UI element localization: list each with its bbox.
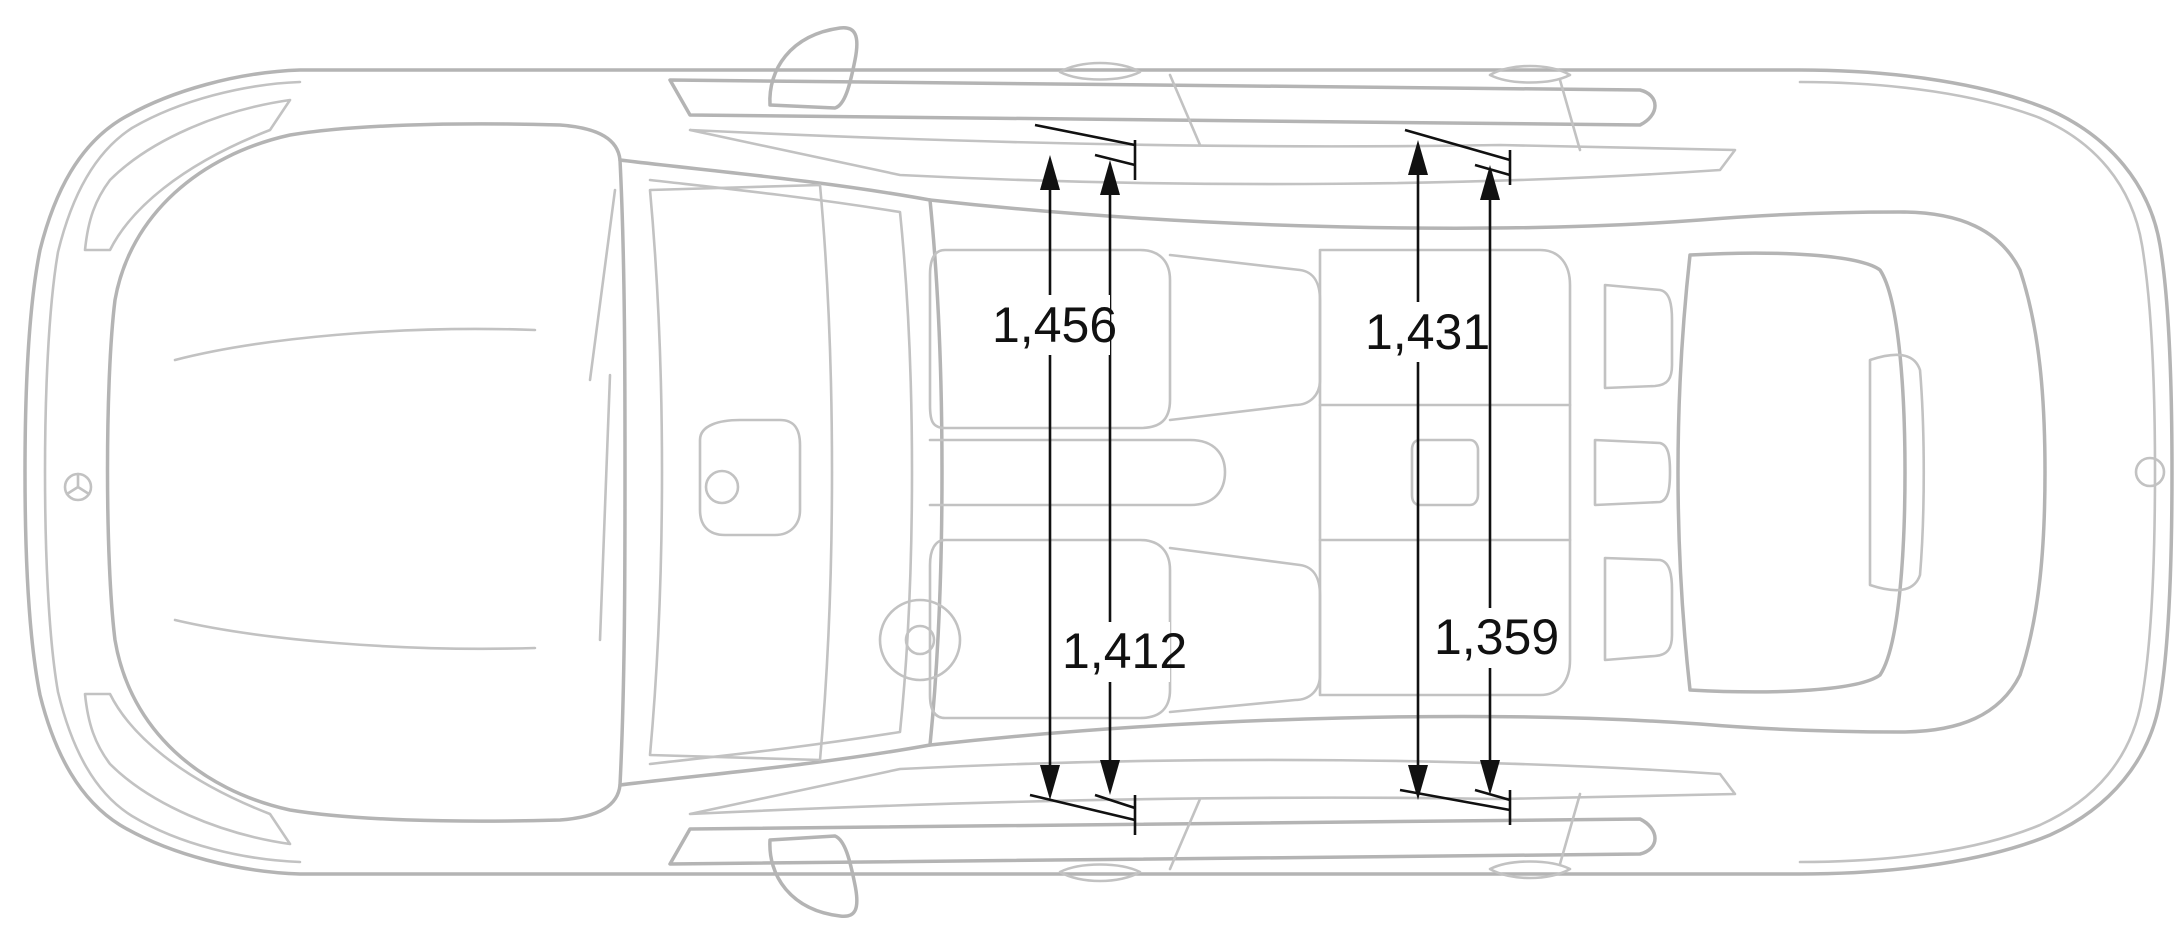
headlight-right: [83, 692, 292, 846]
door-line-top-front: [1168, 73, 1202, 147]
rear-armrest: [1410, 438, 1480, 507]
door-line-top-rear: [1558, 78, 1582, 152]
headlight-left: [83, 98, 292, 252]
side-window-top: [688, 128, 1737, 186]
side-window-bottom: [688, 758, 1737, 816]
label-plate-front-hip: [1060, 622, 1170, 682]
windshield: [618, 158, 944, 787]
rear-headrest-right: [1603, 556, 1674, 662]
door-line-bottom-rear: [1558, 792, 1582, 866]
dimension-label-rear-hip: 1,359: [1434, 609, 1559, 665]
door-handle-top-rear: [1488, 64, 1572, 84]
rear-headrest-left: [1603, 283, 1674, 390]
hood-crease-top: [173, 327, 537, 362]
side-rail-bottom: [668, 817, 1657, 866]
car-body-outline: [23, 68, 2174, 876]
front-seat-right-back: [1168, 546, 1322, 714]
hood-panel: [105, 122, 627, 823]
rear-window: [1676, 251, 1907, 694]
label-plate-front-shoulder: [990, 295, 1110, 355]
dimension-label-front-hip: 1,412: [1062, 623, 1187, 679]
rear-bench: [1318, 248, 1572, 697]
hood-crease-bottom: [173, 618, 537, 651]
side-rail-top: [668, 78, 1657, 127]
car-body-inner-outline: [43, 80, 302, 864]
steering-wheel: [878, 598, 962, 682]
dimension-label-front-shoulder: 1,456: [992, 297, 1117, 353]
door-handle-top-front: [1058, 61, 1142, 81]
dimension-front-shoulder: [1029, 123, 1136, 822]
rear-spoiler: [1868, 353, 1926, 592]
door-handle-bottom-front: [1058, 863, 1142, 883]
label-plate-rear-hip: [1432, 608, 1542, 668]
front-seat-left-back: [1168, 253, 1322, 422]
rotary-controller: [704, 469, 740, 505]
dashboard: [648, 183, 834, 762]
rear-headrest-center: [1593, 438, 1672, 507]
windshield-inner: [648, 178, 914, 766]
mirror-left: [768, 26, 859, 110]
door-line-bottom-front: [1168, 797, 1202, 871]
dimension-label-rear-shoulder: 1,431: [1365, 304, 1490, 360]
wiper-top: [588, 188, 617, 382]
dimension-rear-hip: [1474, 150, 1512, 825]
front-seat-right: [928, 538, 1172, 720]
car-body-inner-outline-rear: [1798, 80, 2157, 864]
rear-badge: [2134, 456, 2166, 488]
label-plate-rear-shoulder: [1362, 302, 1472, 362]
front-badge-star: [65, 472, 91, 496]
center-tunnel: [928, 438, 1227, 507]
wiper-bottom: [598, 373, 612, 642]
door-handle-bottom-rear: [1488, 860, 1572, 880]
mirror-right: [768, 834, 859, 919]
cabin-outline: [928, 198, 2047, 747]
front-seat-left: [928, 248, 1172, 430]
steering-hub: [904, 624, 936, 656]
dimension-rear-shoulder: [1399, 128, 1511, 812]
center-console-display: [698, 418, 802, 537]
